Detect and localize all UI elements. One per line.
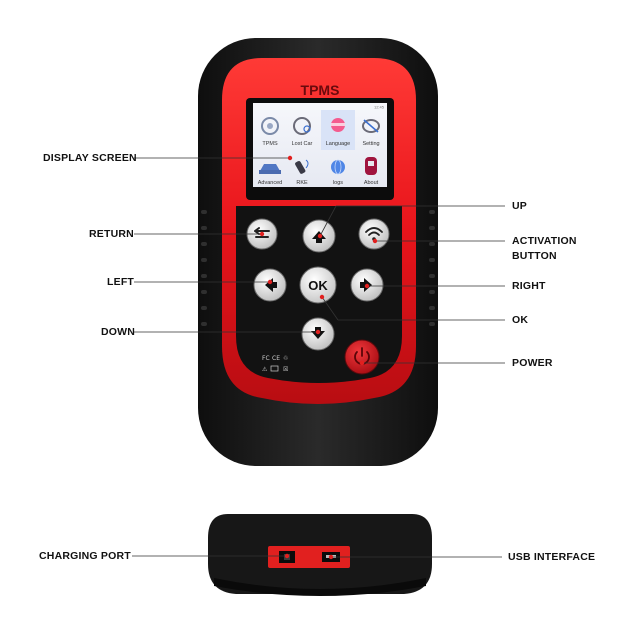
menu-label: Language [326,141,350,147]
label-activation-line2: BUTTON [512,250,557,262]
fcc-mark: FC [262,355,270,362]
menu-item-advanced[interactable]: Advanced [258,164,282,186]
brand-logo: TPMS [301,82,340,98]
menu-item-logs[interactable]: logs [331,159,345,186]
label-left: LEFT [107,276,135,288]
warning-mark: ⚠ [262,366,268,373]
arrow-left-icon [265,278,277,292]
menu-item-about[interactable]: About [364,157,379,186]
label-up: UP [512,200,527,212]
ok-button[interactable]: OK [299,266,337,304]
recycle-mark: ♲ [283,355,288,362]
ok-button-label: OK [308,278,328,293]
menu-label: logs [333,180,343,186]
tire-magnifier-icon [293,117,311,135]
label-return: RETURN [89,228,134,240]
menu-item-rke[interactable]: RKE [294,159,309,186]
menu-label: Advanced [258,180,282,186]
label-activation-line1: ACTIVATION [512,235,577,247]
menu-item-setting[interactable]: Setting [362,119,380,147]
tire-sensor-icon [261,117,279,135]
key-signal-icon [295,161,306,174]
screen-status-time: 12:45 [374,105,385,110]
label-usb-interface: USB INTERFACE [508,551,596,563]
label-down: DOWN [101,326,136,338]
menu-label: About [364,180,379,186]
side-grip-left [201,210,207,326]
left-button[interactable] [253,268,287,302]
label-charging-port: CHARGING PORT [39,550,131,562]
menu-label: TPMS [262,141,278,147]
menu-item-language[interactable]: Language [321,110,355,150]
label-power: POWER [512,357,553,369]
menu-label: RKE [296,180,308,186]
car-icon [260,164,280,171]
device-bottom-view [208,514,432,596]
wrench-tire-icon [362,119,380,133]
menu-label: Lost Car [292,141,313,147]
label-display-screen: DISPLAY SCREEN [43,152,137,164]
globe-icon [331,160,345,174]
side-grip-right [429,210,435,326]
power-button[interactable] [344,339,380,375]
activation-button[interactable] [358,218,390,250]
menu-item-lost-car[interactable]: Lost Car [292,117,313,147]
leader-lines [132,157,505,558]
wireless-signal-icon [365,227,383,236]
menu-label: Setting [362,141,379,147]
menu-item-tpms[interactable]: TPMS [261,117,279,147]
ce-mark: CE [272,355,280,362]
certification-marks: FC CE ♲ ⚠ ☒ [262,355,288,373]
label-right: RIGHT [512,280,546,292]
leader-dots [259,155,378,560]
label-ok: OK [512,314,529,326]
return-arrow-icon [254,227,270,238]
weee-mark: ☒ [283,366,288,373]
device-front: TPMS 12:45 TPMS Lost Car Language Settin… [198,38,438,466]
